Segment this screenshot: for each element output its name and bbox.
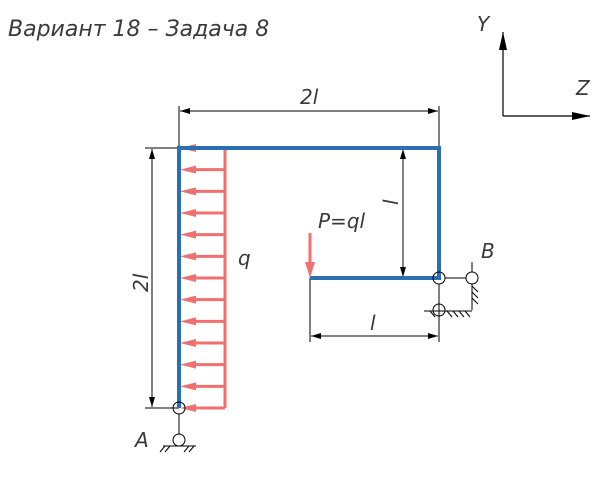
support-b-label: B bbox=[481, 239, 495, 263]
load-arrow-head bbox=[180, 252, 196, 261]
load-arrow-head bbox=[180, 360, 196, 369]
distributed-load-label: q bbox=[238, 246, 251, 270]
load-arrow-head bbox=[180, 382, 196, 391]
z-axis-label: Z bbox=[575, 76, 591, 100]
support-a-label: A bbox=[133, 428, 149, 452]
coordinate-axes: Y Z bbox=[477, 12, 591, 120]
dimension-bottom: l bbox=[309, 278, 440, 342]
load-arrow-head bbox=[180, 187, 196, 196]
load-arrow-head bbox=[180, 404, 196, 412]
dimension-bottom-label: l bbox=[370, 311, 376, 335]
load-arrow-head bbox=[180, 295, 196, 304]
frame-member bbox=[177, 146, 441, 408]
point-force: P=ql bbox=[305, 209, 366, 278]
point-force-label: P=ql bbox=[318, 209, 366, 233]
distributed-load bbox=[180, 144, 227, 412]
dimension-top: 2l bbox=[178, 85, 440, 148]
dimension-top-label: 2l bbox=[300, 85, 319, 109]
support-b: B bbox=[424, 239, 495, 318]
load-arrow-head bbox=[180, 274, 196, 282]
problem-title: Вариант 18 – Задача 8 bbox=[8, 17, 269, 42]
load-arrow-head bbox=[180, 209, 196, 217]
load-arrow-head bbox=[180, 165, 196, 174]
dimension-left-label: 2l bbox=[129, 273, 153, 292]
dimension-left: 2l bbox=[129, 147, 179, 409]
load-arrow-head bbox=[180, 230, 196, 239]
load-arrow-head bbox=[180, 339, 196, 347]
load-arrow-head bbox=[180, 317, 196, 326]
y-axis-label: Y bbox=[477, 12, 491, 36]
force-arrow-head bbox=[305, 262, 315, 278]
frame bbox=[177, 146, 441, 408]
dimension-right-inner: l bbox=[379, 149, 406, 277]
support-a: A bbox=[133, 401, 196, 453]
dimension-right-label: l bbox=[379, 199, 403, 205]
